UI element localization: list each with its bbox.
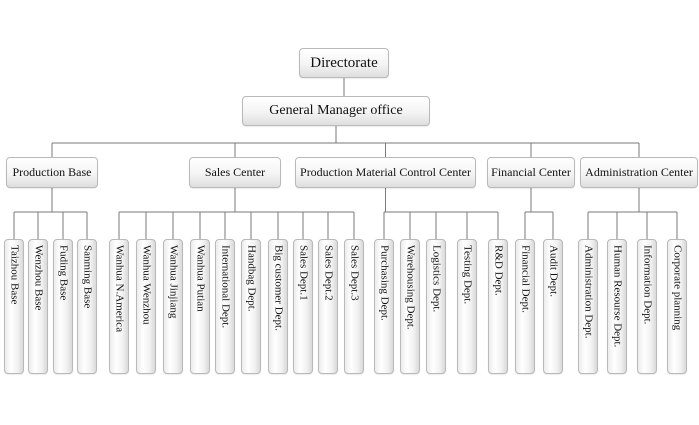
department-box-label: Testing Dept. [461, 245, 474, 305]
department-box-label: R&D Dept. [492, 245, 505, 296]
department-box-label: Wenzhou Base [32, 245, 45, 311]
department-box: Administration Dept. [578, 239, 598, 374]
department-box: Warehousing Dept. [400, 239, 420, 374]
department-box-label: Wanhua Jinjiang [167, 245, 180, 319]
branch-box: Production Material Control Center [295, 157, 476, 188]
department-box: Sales Dept.2 [318, 239, 338, 374]
branch-box-label: Administration Center [585, 165, 693, 179]
branch-box: Administration Center [580, 157, 698, 188]
department-box-label: Administration Dept. [582, 245, 595, 339]
branch-box: Production Base [6, 157, 98, 188]
department-box: Fuding Base [53, 239, 73, 374]
department-box: Wanhua N.America [109, 239, 129, 374]
department-box-label: Sales Dept.3 [348, 245, 361, 301]
department-box-label: Sales Dept.2 [322, 245, 335, 301]
department-box: Sales Dept.3 [344, 239, 364, 374]
department-box: R&D Dept. [488, 239, 508, 374]
department-box-label: Wanhua Wenzhou [140, 245, 153, 325]
department-box-label: Sales Dept.1 [297, 245, 310, 301]
general-manager-office-box: General Manager office [242, 96, 430, 126]
department-box: Financial Dept. [515, 239, 535, 374]
general-manager-office-box-label: General Manager office [269, 103, 403, 118]
department-box: Logistics Dept. [426, 239, 446, 374]
department-box-label: Audit Dept. [547, 245, 560, 297]
department-box: Testing Dept. [457, 239, 477, 374]
department-box: Sanming Base [77, 239, 97, 374]
department-box-label: Taizhou Base [8, 245, 21, 305]
department-box: Big customer Dept. [268, 239, 288, 374]
department-box: Human Resourse Dept. [607, 239, 627, 374]
department-box-label: International Dept. [219, 245, 232, 329]
branch-box-label: Financial Center [491, 165, 571, 179]
department-box: Audit Dept. [543, 239, 563, 374]
department-box-label: Corporate planning [671, 245, 684, 331]
department-box: International Dept. [215, 239, 235, 374]
department-box-label: Purchasing Dept. [378, 245, 391, 321]
department-box-label: Fuding Base [57, 245, 70, 301]
branch-box: Financial Center [487, 157, 575, 188]
department-box-label: Human Resourse Dept. [611, 245, 624, 348]
department-box-label: Information Dept. [641, 245, 654, 325]
directorate-box-label: Directorate [310, 54, 378, 71]
department-box-label: Warehousing Dept. [404, 245, 417, 330]
department-box: Handbag Dept. [241, 239, 261, 374]
department-box-label: Financial Dept. [519, 245, 532, 313]
department-box-label: Logistics Dept. [430, 245, 443, 313]
department-box: Corporate planning [667, 239, 687, 374]
department-box: Sales Dept.1 [293, 239, 313, 374]
branch-box-label: Sales Center [204, 165, 266, 179]
branch-box-label: Production Base [12, 165, 92, 179]
department-box-label: Handbag Dept. [245, 245, 258, 312]
directorate-box: Directorate [299, 48, 389, 78]
department-box: Purchasing Dept. [374, 239, 394, 374]
department-box: Taizhou Base [4, 239, 24, 374]
department-box: Wanhua Wenzhou [136, 239, 156, 374]
department-box-label: Wanhua N.America [113, 245, 126, 333]
department-box: Wanhua Jinjiang [163, 239, 183, 374]
department-box: Wanhua Putian [190, 239, 210, 374]
branch-box: Sales Center [189, 157, 281, 188]
department-box-label: Sanming Base [81, 245, 94, 309]
department-box-label: Big customer Dept. [272, 245, 285, 331]
department-box: Information Dept. [637, 239, 657, 374]
department-box: Wenzhou Base [28, 239, 48, 374]
branch-box-label: Production Material Control Center [300, 165, 471, 179]
department-box-label: Wanhua Putian [194, 245, 207, 312]
